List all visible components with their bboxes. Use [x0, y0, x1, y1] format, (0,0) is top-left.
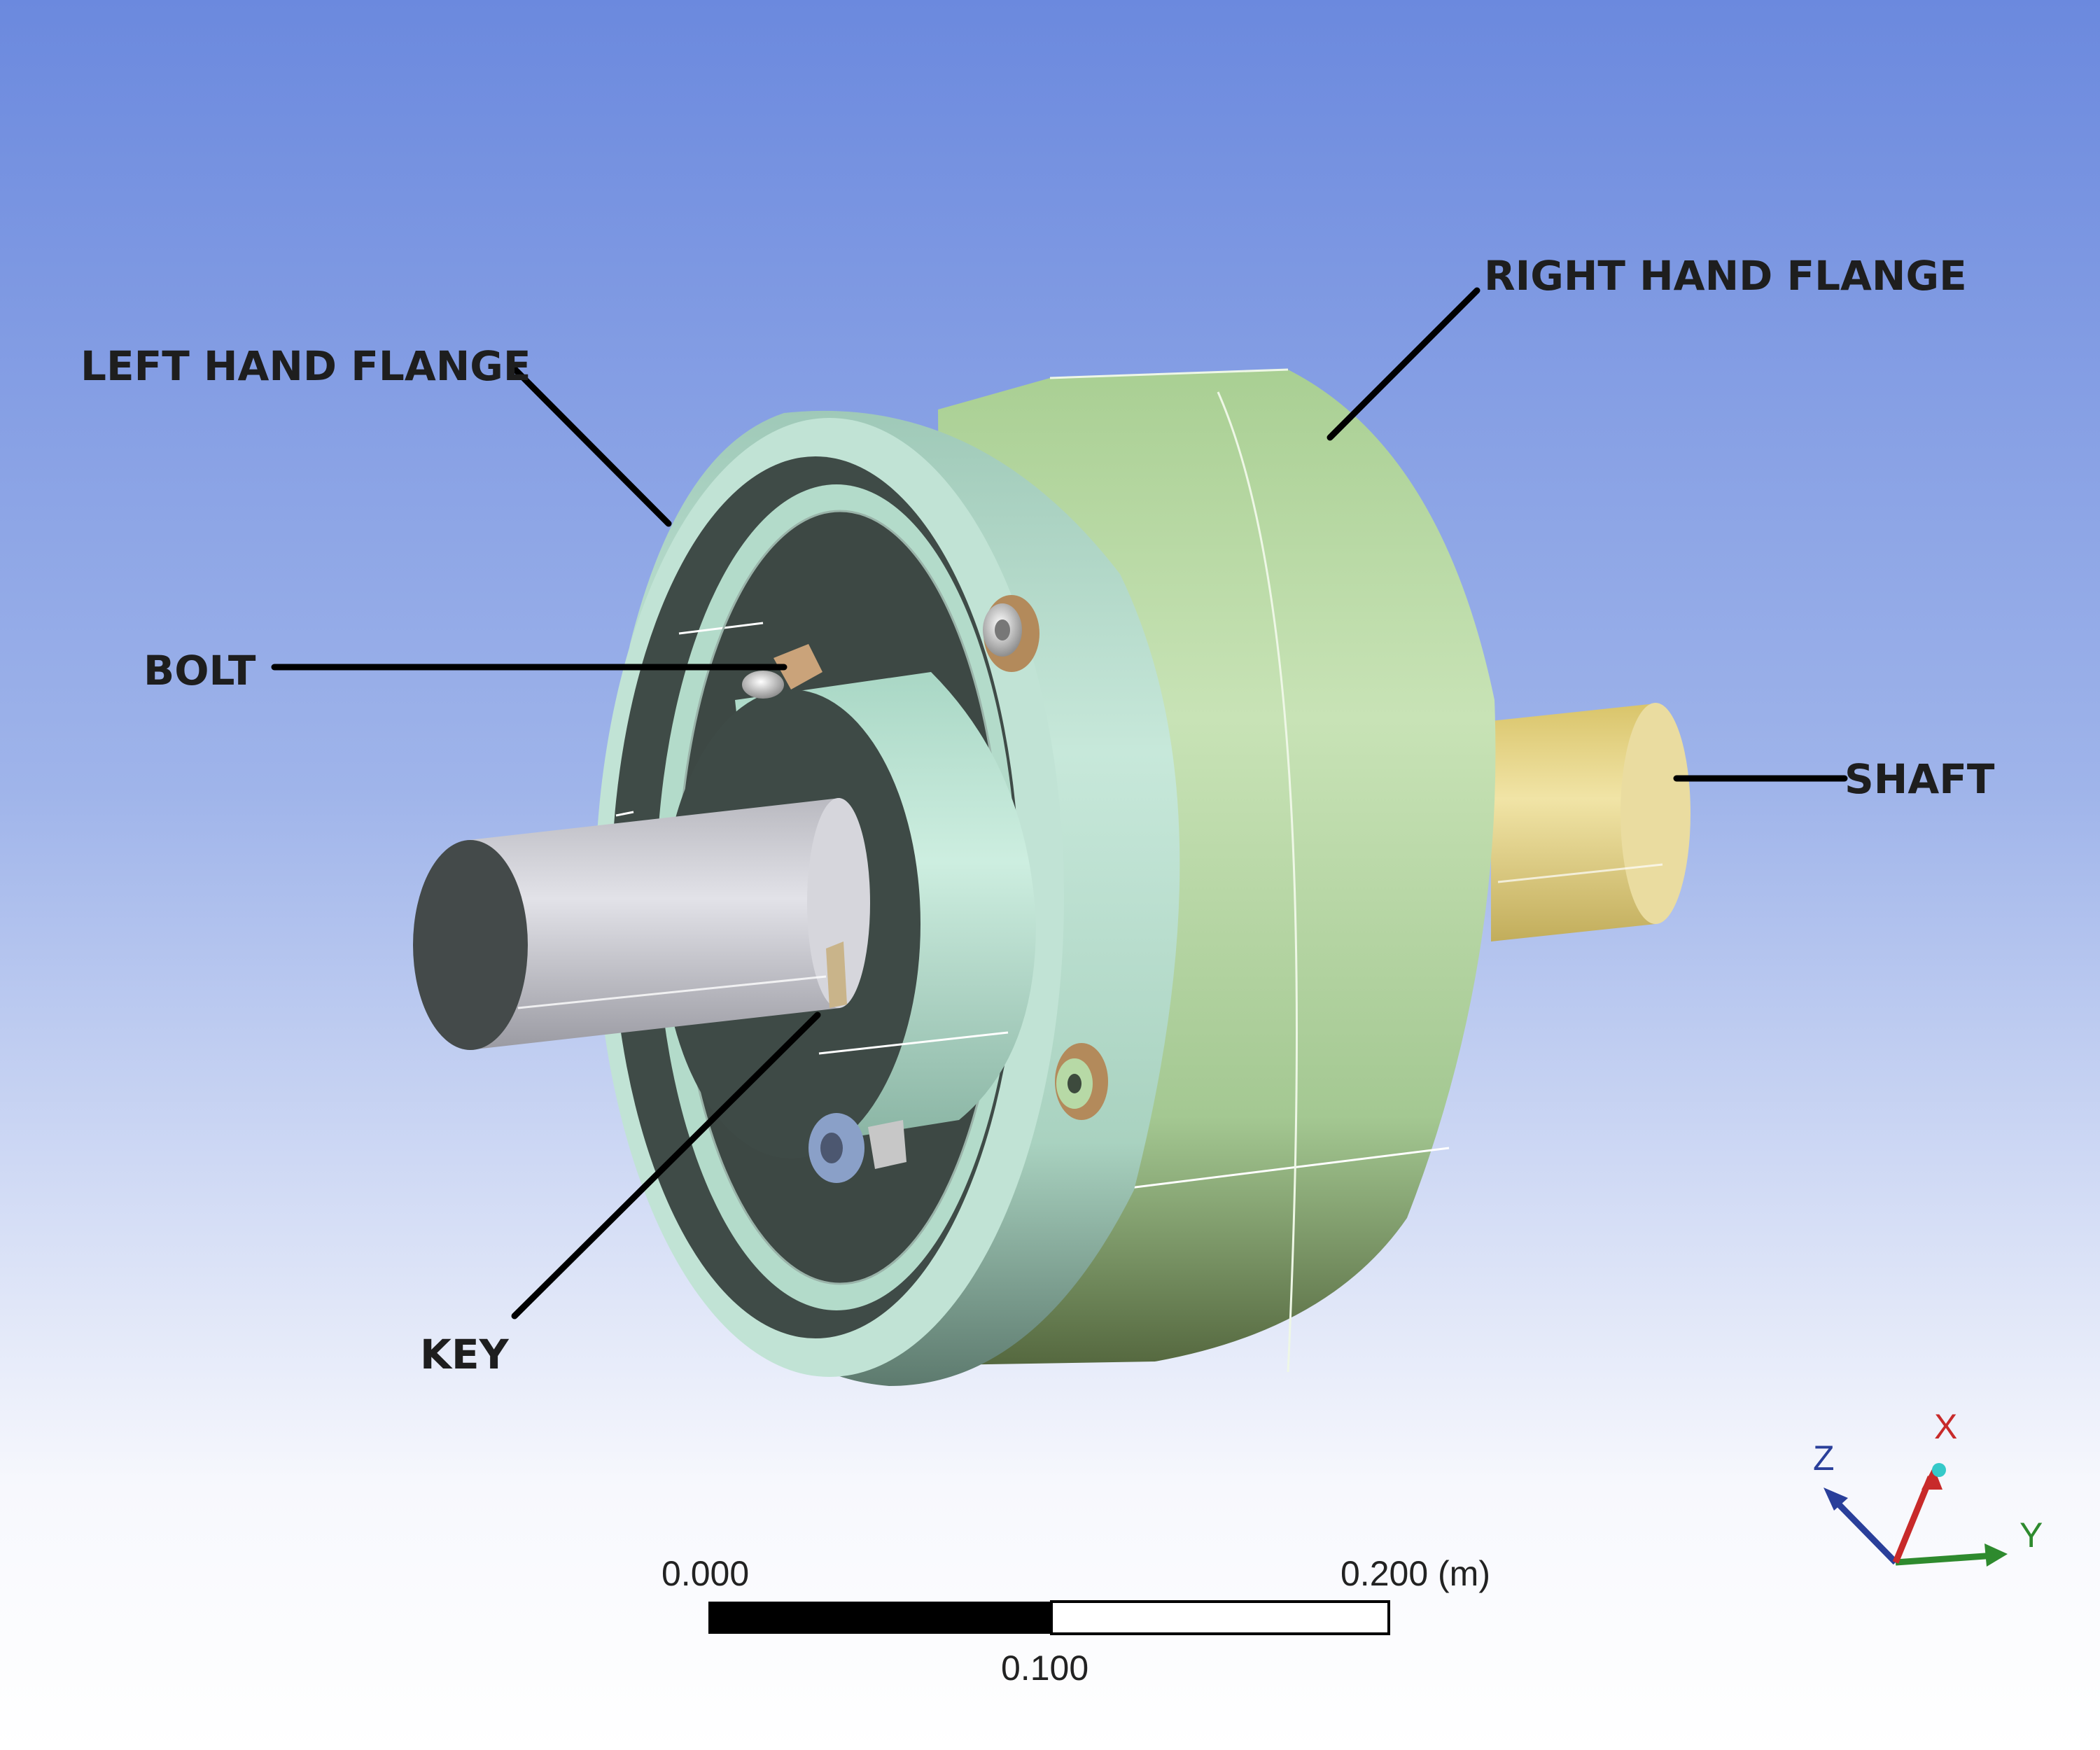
axis-y-line	[1895, 1552, 1996, 1566]
key[interactable]	[826, 941, 847, 1008]
leader-lines	[271, 287, 1848, 1320]
label-right-hand-flange: RIGHT HAND FLANGE	[1484, 252, 1967, 300]
bolt-bottom[interactable]	[808, 1113, 906, 1183]
axis-x-label: X	[1934, 1407, 1957, 1446]
axis-z-label: Z	[1813, 1438, 1835, 1478]
scale-bar: 0.000 0.200 (m) 0.100	[662, 1554, 1490, 1688]
axis-triad[interactable]: Z X Y	[1813, 1407, 2043, 1567]
axis-z-line	[1830, 1495, 1898, 1565]
axis-y-label: Y	[2019, 1516, 2043, 1555]
leader-left-flange	[507, 362, 672, 527]
scale-bar-black	[708, 1602, 1051, 1634]
bolt-top[interactable]	[983, 595, 1040, 672]
axis-x-arrow	[1921, 1466, 1942, 1490]
axis-x-line	[1892, 1476, 1934, 1564]
left-shaft[interactable]	[413, 798, 870, 1050]
scale-bar-white	[1050, 1600, 1390, 1635]
leader-right-flange	[1326, 287, 1480, 441]
scale-end-label: 0.200 (m)	[1340, 1554, 1490, 1593]
right-shaft[interactable]	[1491, 703, 1690, 941]
bolt[interactable]	[742, 644, 822, 699]
scale-mid-label: 0.100	[1001, 1648, 1088, 1688]
axis-origin	[1932, 1463, 1946, 1477]
label-key: KEY	[420, 1331, 510, 1378]
label-shaft: SHAFT	[1844, 755, 1995, 803]
scale-start-label: 0.000	[662, 1554, 749, 1593]
leader-key	[511, 1011, 821, 1320]
label-left-hand-flange: LEFT HAND FLANGE	[80, 342, 531, 390]
label-bolt: BOLT	[144, 647, 256, 694]
axis-y-arrow	[1984, 1544, 2008, 1567]
bolt-right[interactable]	[1055, 1043, 1108, 1120]
axis-z-arrow	[1823, 1488, 1848, 1511]
